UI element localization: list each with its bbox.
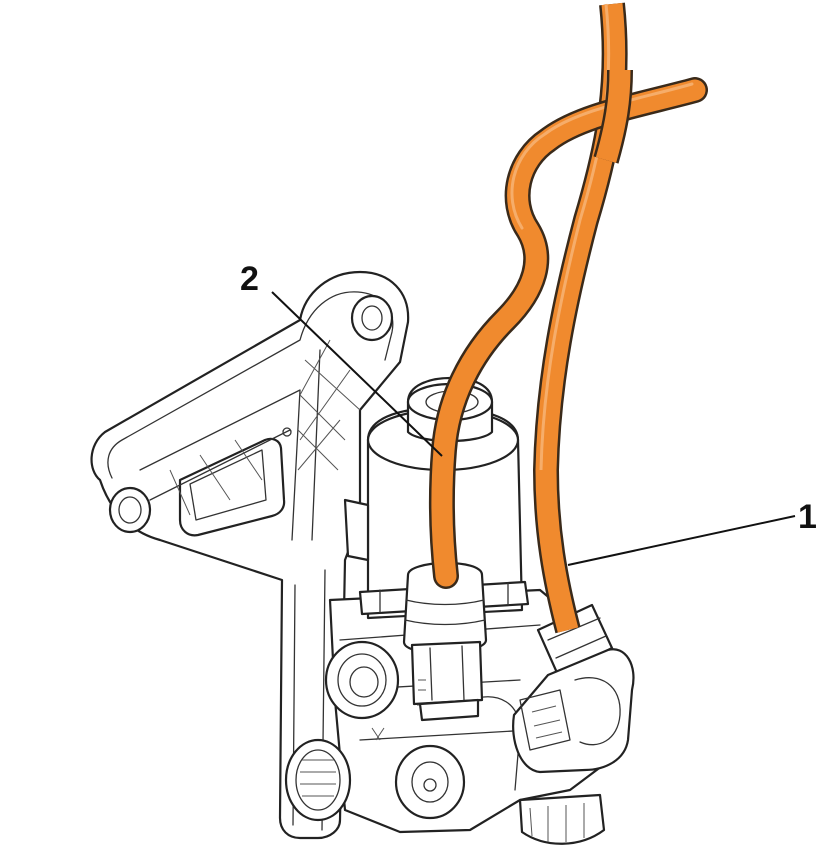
port-bottom bbox=[394, 744, 466, 820]
leader-line-1 bbox=[567, 515, 796, 566]
mounting-hole-left bbox=[108, 486, 152, 534]
callout-label-1: 1 bbox=[798, 498, 817, 536]
electrical-connector bbox=[284, 738, 352, 822]
hose-1 bbox=[532, 2, 628, 634]
hose-connector-2 bbox=[402, 561, 488, 722]
callout-1: 1 bbox=[567, 498, 817, 566]
port-left bbox=[324, 640, 400, 720]
callout-label-2: 2 bbox=[240, 260, 259, 298]
leader-line-2 bbox=[271, 291, 443, 457]
mounting-hole-top bbox=[350, 294, 394, 342]
hose-2 bbox=[428, 69, 708, 589]
callout-2: 2 bbox=[240, 260, 443, 457]
